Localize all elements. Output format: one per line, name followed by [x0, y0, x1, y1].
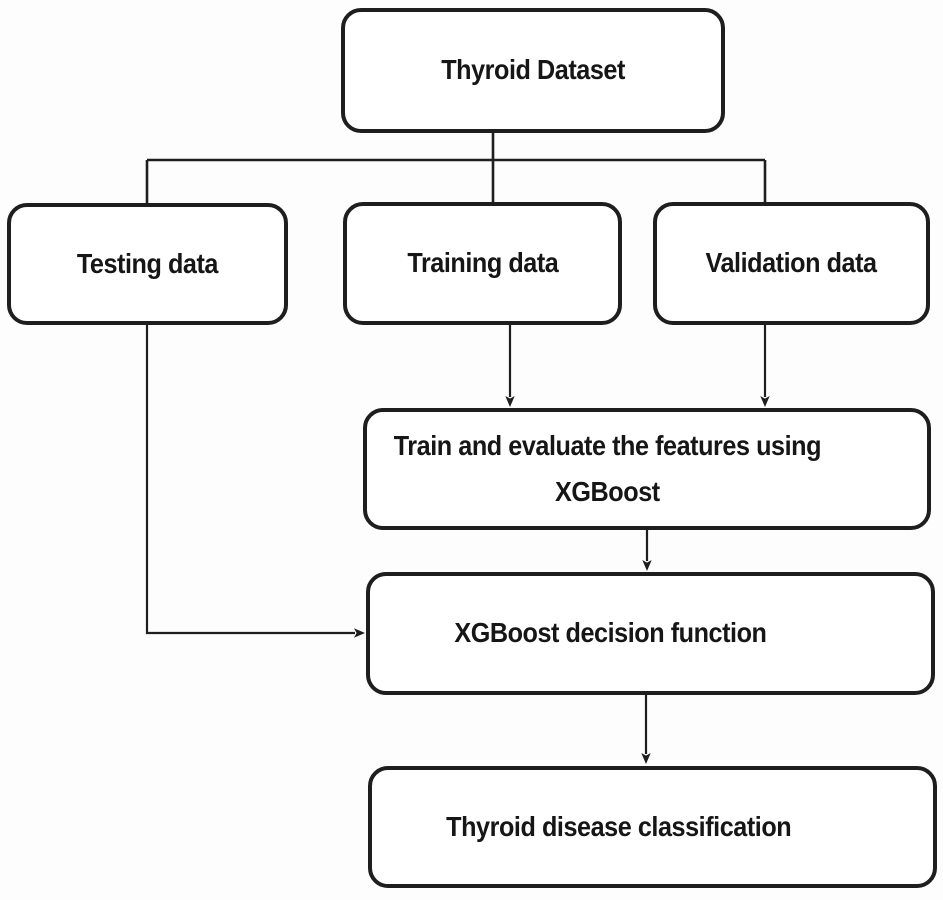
node-decision-function: XGBoost decision function [366, 572, 935, 695]
node-classification-label: Thyroid disease classification [445, 810, 792, 842]
node-testing-data-label: Testing data [76, 247, 219, 279]
node-validation-data-label: Validation data [705, 247, 878, 279]
node-validation-data: Validation data [653, 202, 930, 325]
node-testing-data: Testing data [7, 203, 288, 325]
node-training-data-label: Training data [407, 247, 558, 279]
node-train-evaluate-label-line2: XGBoost [554, 476, 660, 507]
arrow-testing-to-decision [145, 321, 365, 638]
node-train-evaluate-label-line1: Train and evaluate the features using [393, 429, 821, 461]
node-classification: Thyroid disease classification [368, 766, 937, 888]
node-thyroid-dataset-label: Thyroid Dataset [441, 54, 625, 86]
node-thyroid-dataset: Thyroid Dataset [341, 8, 725, 133]
node-decision-function-label: XGBoost decision function [454, 617, 767, 649]
connector-dataset-split [145, 131, 767, 208]
node-training-data: Training data [343, 202, 622, 325]
